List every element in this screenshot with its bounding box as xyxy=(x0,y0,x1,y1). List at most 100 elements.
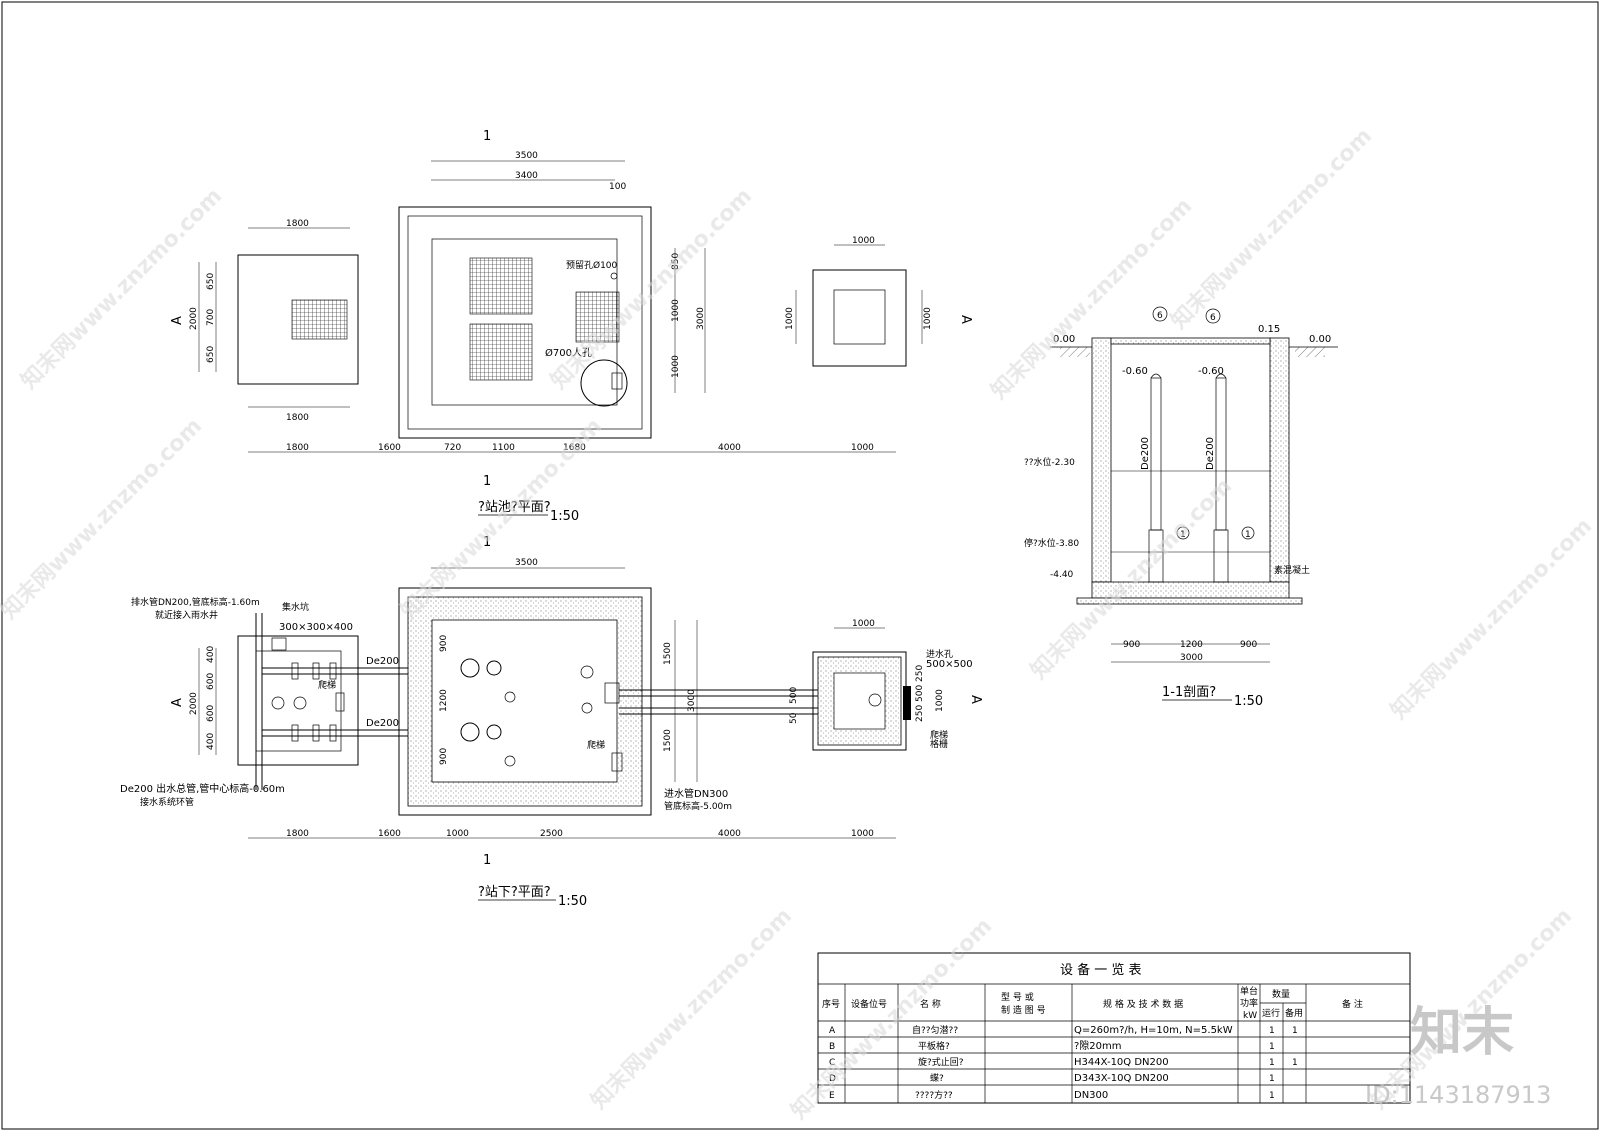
valve-top-3 xyxy=(329,662,337,680)
pump-1b xyxy=(486,660,502,676)
logo-text: 知末 xyxy=(1410,1003,1514,1063)
dim-2000: 2000 xyxy=(189,307,199,330)
dim-3000: 3000 xyxy=(696,307,706,330)
row-d-name: 蝶? xyxy=(930,1072,944,1084)
pipe-level-r-label: -0.60 xyxy=(1198,366,1224,377)
dim-1000b: 1000 xyxy=(671,355,681,378)
tb-1100: 1100 xyxy=(492,443,515,453)
row-e-no: E xyxy=(829,1091,835,1101)
bp-dim-900b: 900 xyxy=(439,748,449,765)
bb-1800: 1800 xyxy=(286,829,309,839)
top-grating-1 xyxy=(469,257,533,315)
section-pipe-left xyxy=(1150,377,1162,531)
th-qty: 数量 xyxy=(1272,988,1290,1000)
section-concrete xyxy=(1076,597,1303,605)
valve-bot-2 xyxy=(312,724,320,742)
equipment-table: 设 备 一 览 表 序号 设备位号 名 称 型 号 或 制 造 图 号 规 格 … xyxy=(817,952,1411,1104)
ladder-main-rect xyxy=(611,752,623,772)
tag-a2 xyxy=(504,755,516,767)
pump-1a xyxy=(460,658,480,678)
reserved-hole-label: 预留孔Ø100 xyxy=(566,259,618,271)
tag-a1 xyxy=(504,691,516,703)
ladder-main-label: 爬梯 xyxy=(587,739,605,751)
bb-4000: 4000 xyxy=(718,829,741,839)
top-section-mark-1-top: 1 xyxy=(483,129,491,144)
valve-bot-3 xyxy=(329,724,337,742)
top-plan-scale: 1:50 xyxy=(550,509,579,524)
section-wall-left xyxy=(1091,337,1112,583)
watermark-9: 知末网www.znzmo.com xyxy=(586,903,797,1114)
watermark-8: 知末网www.znzmo.com xyxy=(1386,513,1597,724)
dim-1000-right-top: 1000 xyxy=(852,236,875,246)
bp-dim-1500a: 1500 xyxy=(663,642,673,665)
bp-dim-600b: 600 xyxy=(206,705,216,722)
bp-dim-1200: 1200 xyxy=(439,689,449,712)
pipe-level-l-label: -0.60 xyxy=(1122,366,1148,377)
outlet-note-label: De200 出水总管,管中心标高-0.60m xyxy=(120,782,285,795)
section-pump-right xyxy=(1213,529,1229,583)
bottom-plan-title: ?站下?平面? xyxy=(478,885,551,900)
top-right-inner xyxy=(833,289,886,345)
bp-dim-250b: 250 xyxy=(915,705,925,722)
section-top-slab xyxy=(1110,337,1271,345)
dim-650b: 650 xyxy=(206,346,216,363)
concrete-label: 素混凝土 xyxy=(1274,564,1310,576)
valve-circle-1 xyxy=(271,696,285,710)
section-pump-left xyxy=(1148,529,1164,583)
bp-dim-2000: 2000 xyxy=(189,692,199,715)
inlet-hole-label: 进水孔 xyxy=(926,648,953,660)
bp-dim-250a: 250 xyxy=(915,665,925,682)
tag-b xyxy=(581,702,593,714)
row-d-spec: D343X-10Q DN200 xyxy=(1074,1073,1169,1084)
bb-2500: 2500 xyxy=(540,829,563,839)
dim-1000a: 1000 xyxy=(671,299,681,322)
sump-size-label: 300×300×400 xyxy=(279,622,353,633)
watermark-2: 知末网www.znzmo.com xyxy=(0,413,207,624)
tb-1800: 1800 xyxy=(286,443,309,453)
row-e-name: ????方?? xyxy=(915,1089,953,1101)
reserved-hole xyxy=(610,272,618,280)
bb-1000: 1000 xyxy=(446,829,469,839)
ladder-left-label: 爬梯 xyxy=(318,679,336,691)
th-spare: 备用 xyxy=(1285,1007,1303,1019)
bottom-main-inner xyxy=(431,619,618,783)
top-right-outer xyxy=(812,269,907,367)
row-c-no: C xyxy=(829,1058,835,1068)
th-power-1: 单台 xyxy=(1240,985,1258,997)
dim-650a: 650 xyxy=(206,273,216,290)
top-grating-2 xyxy=(575,291,620,343)
top-main-outer xyxy=(398,206,652,439)
tag-1-left: 1 xyxy=(1180,530,1186,540)
top-main-mid xyxy=(407,215,643,430)
bottom-right-inner xyxy=(833,672,886,730)
sec-dim-1200: 1200 xyxy=(1180,640,1203,650)
table-title: 设 备 一 览 表 xyxy=(1060,962,1142,978)
bb-1000b: 1000 xyxy=(851,829,874,839)
high-water-label: ??水位-2.30 xyxy=(1024,456,1075,468)
manhole-ladder xyxy=(611,372,623,390)
ground-right-label: 0.00 xyxy=(1309,334,1331,345)
sec-dim-3000: 3000 xyxy=(1180,653,1203,663)
th-remark: 备 注 xyxy=(1342,998,1363,1010)
valve-circle-2 xyxy=(293,696,307,710)
pipe-l-label: De200 xyxy=(1140,437,1151,470)
bottom-view-mark-right: A xyxy=(968,695,983,704)
row-a-spare: 1 xyxy=(1292,1026,1298,1036)
top-grating-3 xyxy=(469,323,533,381)
row-b-name: 平板格? xyxy=(918,1040,950,1052)
outlet-note2-label: 接水系统环管 xyxy=(140,796,194,808)
inlet-fitting xyxy=(604,682,620,704)
bp-dim-50a: 50 xyxy=(789,712,799,724)
low-water-label: 停?水位-3.80 xyxy=(1024,537,1079,549)
th-power-3: kW xyxy=(1243,1011,1257,1021)
section-wall-right xyxy=(1269,337,1290,583)
dim-3500-top: 3500 xyxy=(515,151,538,161)
tb-1600: 1600 xyxy=(378,443,401,453)
bottom-level-label: -4.40 xyxy=(1050,570,1074,580)
row-a-name: 自??匀潜?? xyxy=(912,1024,958,1036)
top-section-mark-1-bottom: 1 xyxy=(483,474,491,489)
sump-pit xyxy=(271,637,287,651)
ground-left-label: 0.00 xyxy=(1053,334,1075,345)
tb-1680: 1680 xyxy=(563,443,586,453)
